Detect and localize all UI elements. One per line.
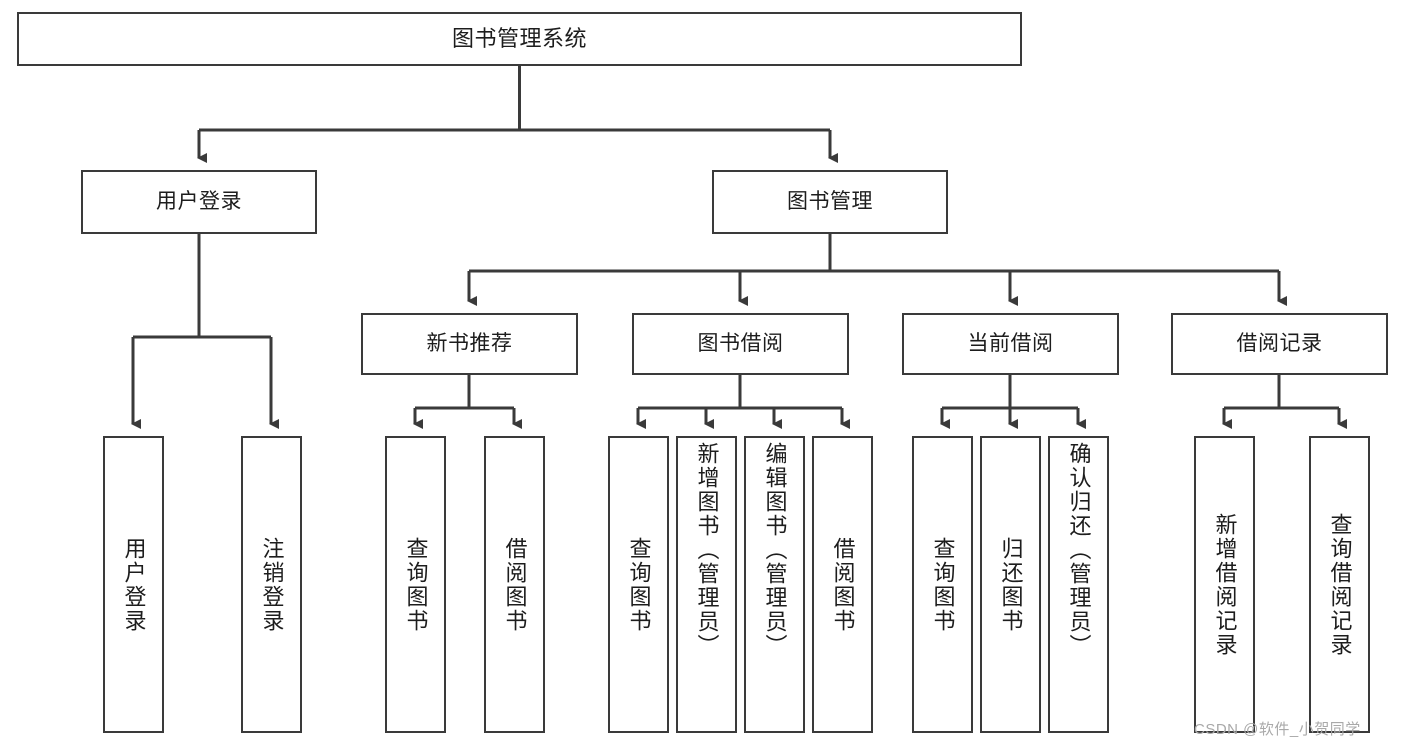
csdn-watermark: CSDN @软件_小贺同学 <box>1194 721 1361 738</box>
leaf-recommend-borrow-book[interactable]: 借阅图书 <box>484 436 545 733</box>
node-label: 查询图书 <box>626 536 652 633</box>
node-label: 用户登录 <box>156 189 242 213</box>
node-label: 借阅图书 <box>502 536 528 633</box>
leaf-record-query-record[interactable]: 查询借阅记录 <box>1309 436 1370 733</box>
leaf-current-query-book[interactable]: 查询图书 <box>912 436 973 733</box>
node-borrow-record[interactable]: 借阅记录 <box>1171 313 1388 375</box>
node-label: 新书推荐 <box>426 331 513 355</box>
node-label: 借阅图书 <box>830 536 856 633</box>
node-label: 图书借阅 <box>697 331 784 355</box>
node-book-borrow[interactable]: 图书借阅 <box>632 313 849 375</box>
node-user-login[interactable]: 用户登录 <box>81 170 317 234</box>
node-root-system[interactable]: 图书管理系统 <box>17 12 1022 66</box>
node-book-management[interactable]: 图书管理 <box>712 170 948 234</box>
leaf-borrow-query-book[interactable]: 查询图书 <box>608 436 669 733</box>
node-label: 查询图书 <box>930 536 956 633</box>
node-label: 当前借阅 <box>967 331 1054 355</box>
node-label: 新增图书（管理员） <box>694 442 720 658</box>
node-label: 查询图书 <box>403 536 429 633</box>
node-label: 编辑图书（管理员） <box>762 442 788 658</box>
leaf-borrow-edit-book-admin[interactable]: 编辑图书（管理员） <box>744 436 805 733</box>
node-new-book-recommend[interactable]: 新书推荐 <box>361 313 578 375</box>
node-label: 查询借阅记录 <box>1327 512 1353 657</box>
leaf-current-confirm-return-admin[interactable]: 确认归还（管理员） <box>1048 436 1109 733</box>
leaf-record-add-record[interactable]: 新增借阅记录 <box>1194 436 1255 733</box>
leaf-user-login-login[interactable]: 用户登录 <box>103 436 164 733</box>
node-label: 借阅记录 <box>1236 331 1323 355</box>
node-label: 确认归还（管理员） <box>1066 442 1092 658</box>
leaf-recommend-query-book[interactable]: 查询图书 <box>385 436 446 733</box>
leaf-current-return-book[interactable]: 归还图书 <box>980 436 1041 733</box>
node-label: 归还图书 <box>998 536 1024 633</box>
node-label: 用户登录 <box>121 536 147 633</box>
node-current-borrow[interactable]: 当前借阅 <box>902 313 1119 375</box>
leaf-borrow-add-book-admin[interactable]: 新增图书（管理员） <box>676 436 737 733</box>
node-label: 新增借阅记录 <box>1212 512 1238 657</box>
node-label: 图书管理系统 <box>451 26 587 52</box>
node-label: 图书管理 <box>787 189 873 213</box>
leaf-borrow-borrow-book[interactable]: 借阅图书 <box>812 436 873 733</box>
node-label: 注销登录 <box>259 536 285 633</box>
leaf-user-login-logout[interactable]: 注销登录 <box>241 436 302 733</box>
